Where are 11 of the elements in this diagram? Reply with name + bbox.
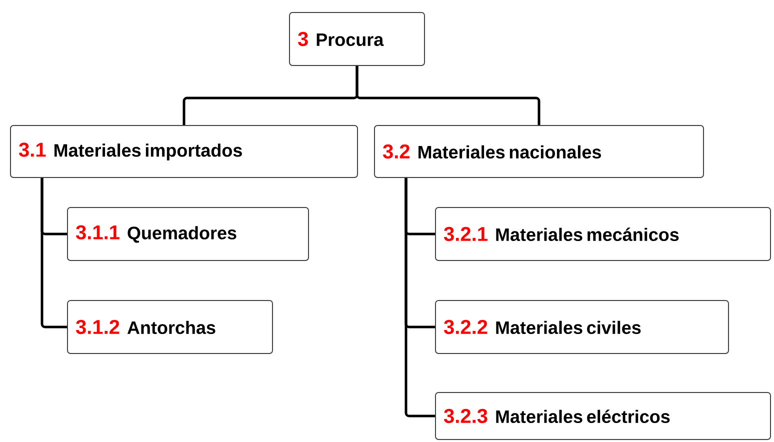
connector-line [40,178,67,328]
outline-box: 3.2.1 Materiales mecánicos [435,207,771,261]
connector-line [404,178,435,418]
outline-box: 3.2 Materiales nacionales [374,125,704,178]
outline-box: 3.2.2 Materiales civiles [435,300,729,354]
outline-box: 3.2.3 Materiales eléctricos [435,392,771,440]
outline-box: 3.1 Materiales importados [10,125,358,178]
outline-box: 3.1.2 Antorchas [67,300,273,354]
connector-line [356,66,540,125]
outline-box: 3.1.1 Quemadores [67,207,309,261]
outline-box: 3 Procura [289,12,425,66]
